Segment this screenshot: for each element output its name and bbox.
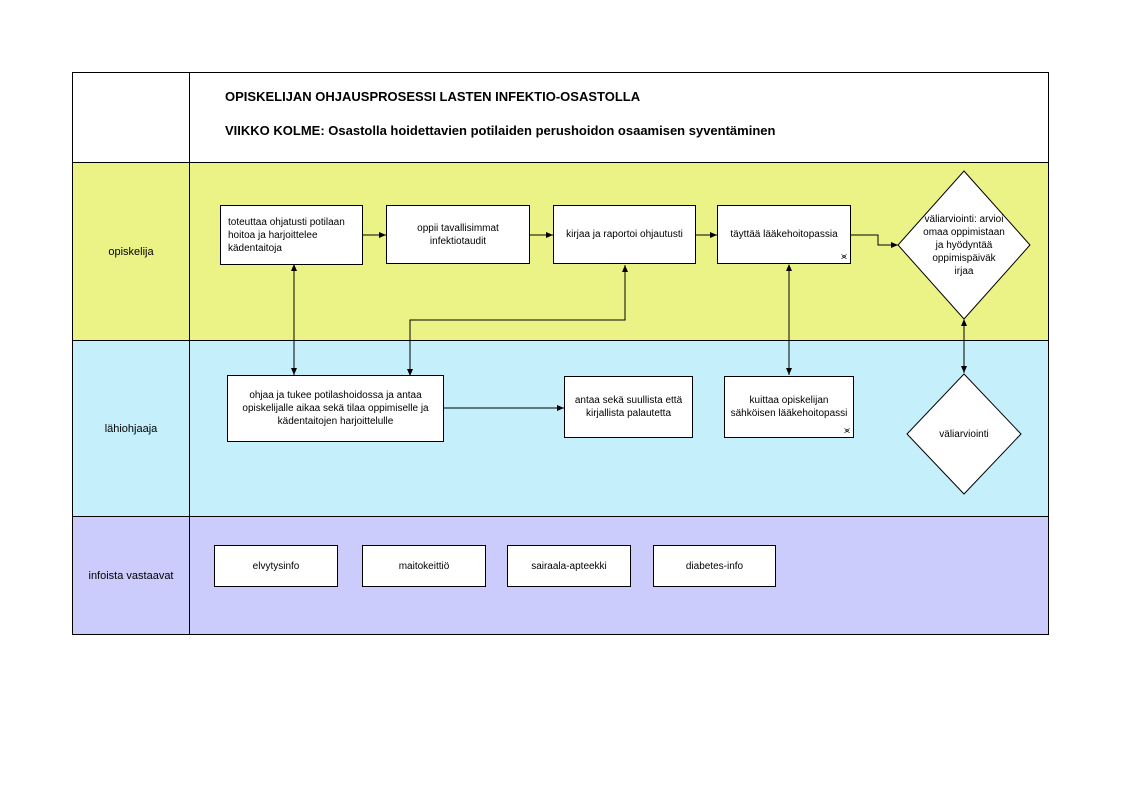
title-lane: OPISKELIJAN OHJAUSPROSESSI LASTEN INFEKT… [73,73,1048,162]
info-diabetes-info-label: diabetes-info [685,560,744,572]
lane-label-infot: infoista vastaavat [73,517,190,634]
diagram-title: OPISKELIJAN OHJAUSPROSESSI LASTEN INFEKT… [225,89,641,104]
lahiohjaaja-step-3: kuittaa opiskelijan sähköisen lääkehoito… [724,376,854,438]
document-link-icon: ⪤ [844,425,850,435]
lane-lahiohjaaja: lähiohjaaja [73,340,1048,516]
opiskelija-step-4: täyttää lääkehoitopassia ⪤ [717,205,851,264]
opiskelija-step-2-label: oppii tavallisimmat infektiotaudit [417,222,499,247]
info-sairaala-apteekki-label: sairaala-apteekki [531,560,607,572]
opiskelija-step-2: oppii tavallisimmat infektiotaudit [386,205,530,264]
info-elvytysinfo-label: elvytysinfo [252,560,300,572]
info-sairaala-apteekki: sairaala-apteekki [507,545,631,587]
document-link-icon: ⪤ [841,251,847,261]
lahiohjaaja-step-1: ohjaa ja tukee potilashoidossa ja antaa … [227,375,444,442]
opiskelija-step-3: kirjaa ja raportoi ohjautusti [553,205,696,264]
info-elvytysinfo: elvytysinfo [214,545,338,587]
info-maitokeittio-label: maitokeittiö [398,560,450,572]
lahiohjaaja-step-2-label: antaa sekä suullista että kirjallista pa… [574,395,683,419]
opiskelija-decision-label: väliarviointi: arvioi omaa oppimistaan j… [923,213,1005,277]
info-maitokeittio: maitokeittiö [362,545,486,587]
lahiohjaaja-step-2: antaa sekä suullista että kirjallista pa… [564,376,693,438]
lahiohjaaja-step-3-label: kuittaa opiskelijan sähköisen lääkehoito… [730,395,848,419]
lane-label-lahiohjaaja: lähiohjaaja [73,341,190,516]
lane-label-opiskelija: opiskelija [73,163,190,340]
lahiohjaaja-step-1-label: ohjaa ja tukee potilashoidossa ja antaa … [242,390,429,427]
opiskelija-step-4-label: täyttää lääkehoitopassia [730,229,838,240]
opiskelija-step-1: toteuttaa ohjatusti potilaan hoitoa ja h… [220,205,363,265]
diagram-subtitle: VIIKKO KOLME: Osastolla hoidettavien pot… [225,123,776,138]
title-lane-header [73,73,190,162]
opiskelija-step-3-label: kirjaa ja raportoi ohjautusti [566,229,683,240]
opiskelija-step-1-label: toteuttaa ohjatusti potilaan hoitoa ja h… [228,216,345,254]
lahiohjaaja-decision-label: väliarviointi [939,428,989,440]
info-diabetes-info: diabetes-info [653,545,776,587]
